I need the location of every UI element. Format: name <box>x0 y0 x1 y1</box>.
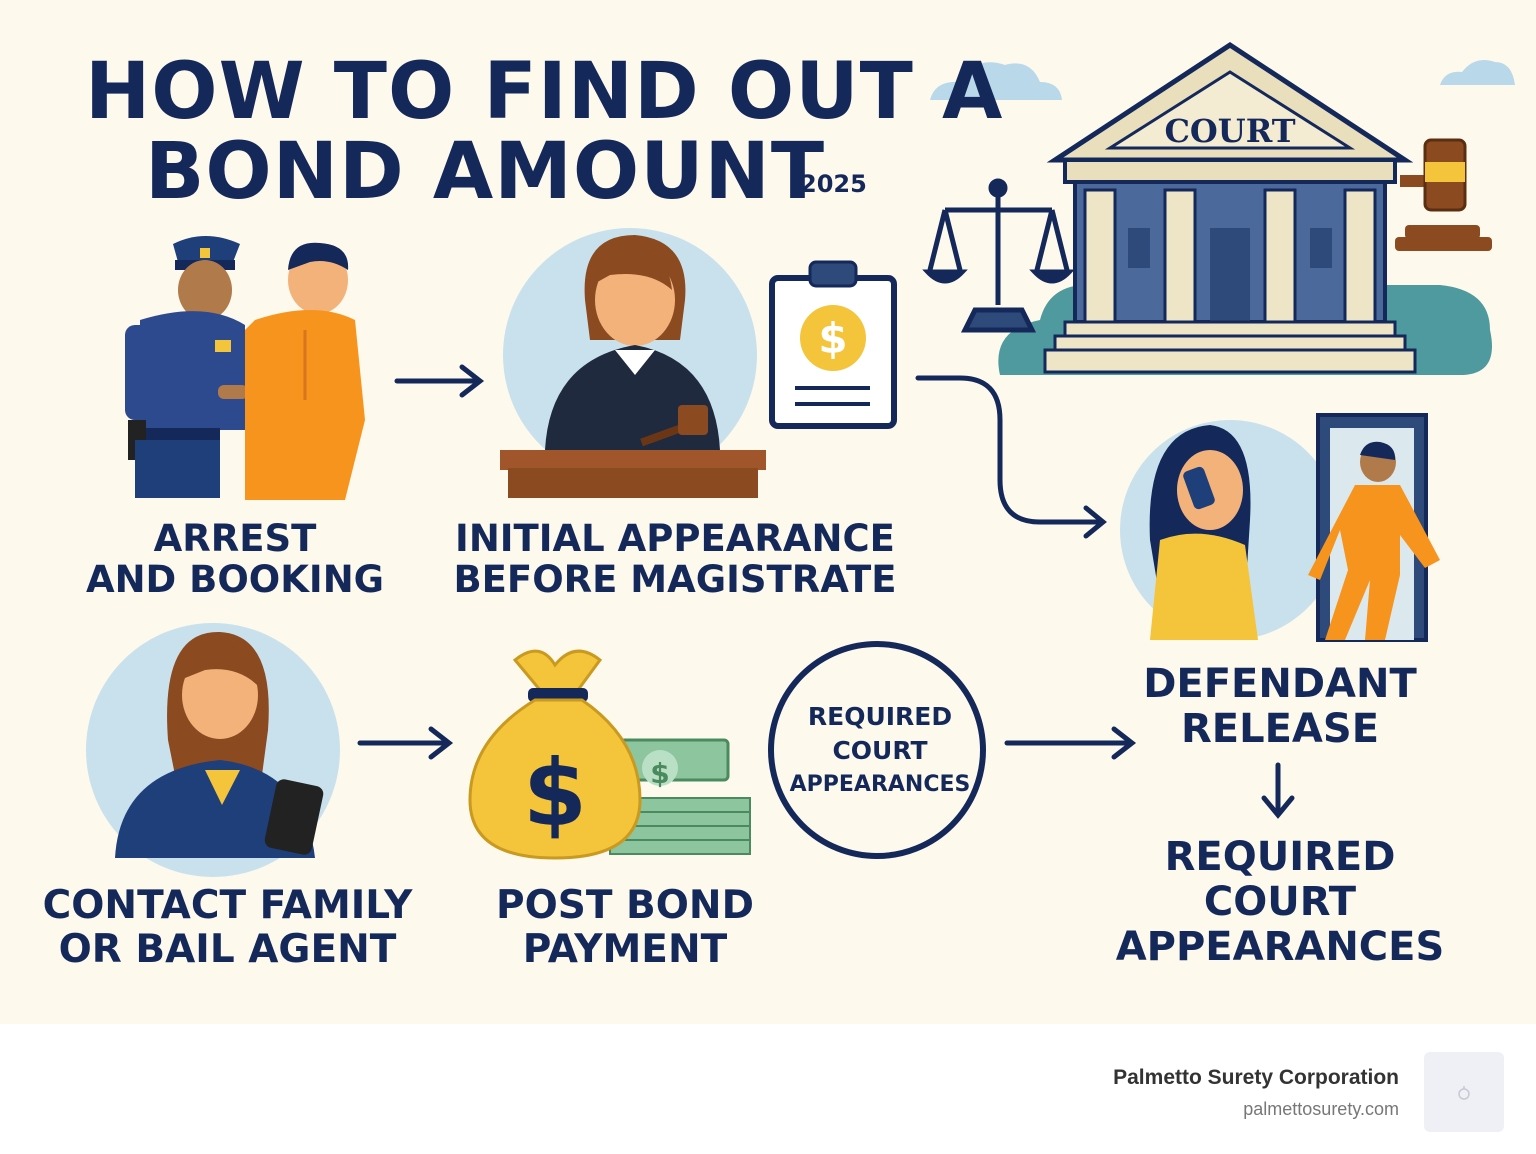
arrow-icon <box>915 375 1107 539</box>
page-title: HOW TO FIND OUT A BOND AMOUNT <box>85 47 1004 217</box>
cloud-icon <box>930 62 1062 100</box>
year-label: 2025 <box>800 170 867 198</box>
step-appearance-label: INITIAL APPEARANCE BEFORE MAGISTRATE <box>453 517 897 602</box>
police-officer-icon <box>125 236 248 498</box>
company-url[interactable]: palmettosurety.com <box>1243 1099 1399 1119</box>
court-sign: COURT <box>1164 112 1296 150</box>
logo-icon <box>1458 1086 1470 1100</box>
gavel-icon <box>1395 138 1492 251</box>
illustration-canvas: $ <box>86 42 1515 877</box>
scales-of-justice-icon <box>922 178 1075 333</box>
infographic: $ <box>0 0 1536 1024</box>
circle-court-appearances-label: REQUIRED COURT APPEARANCES <box>789 702 971 797</box>
cash-stack-icon: $ <box>608 738 751 855</box>
court-appearances-badge <box>768 641 986 859</box>
money-bag-icon: $ <box>468 649 642 860</box>
step-contact-label: CONTACT FAMILY OR BAIL AGENT <box>42 883 413 972</box>
step-court-appearances-label: REQUIRED COURT APPEARANCES <box>1115 834 1445 970</box>
gavel-icon <box>640 405 708 447</box>
arrow-icon <box>1004 726 1137 760</box>
cloud-icon <box>1440 59 1515 85</box>
detainee-icon <box>245 242 365 500</box>
title-line-1: HOW TO FIND OUT A <box>85 47 1004 137</box>
agent-with-phone-icon <box>86 623 340 877</box>
clipboard-dollar-icon: $ <box>769 260 897 429</box>
arrow-icon <box>394 364 485 398</box>
footer <box>0 1024 1536 1154</box>
judge-icon <box>503 228 757 482</box>
svg-text:$: $ <box>523 740 587 847</box>
arrow-icon <box>1261 762 1295 819</box>
phone-caller-icon <box>1120 420 1340 640</box>
title-line-2: BOND AMOUNT <box>144 127 826 217</box>
step-arrest-label: ARREST AND BOOKING <box>85 517 385 602</box>
svg-text:$: $ <box>818 314 847 363</box>
judge-bench-icon <box>500 450 766 498</box>
courthouse-icon <box>998 42 1492 375</box>
svg-text:$: $ <box>650 757 669 790</box>
company-name: Palmetto Surety Corporation <box>1113 1066 1399 1089</box>
company-logo <box>1424 1052 1504 1132</box>
released-defendant-icon <box>1308 441 1440 640</box>
arrow-icon <box>357 726 454 760</box>
step-release-label: DEFENDANT RELEASE <box>1143 661 1417 752</box>
step-post-bond-label: POST BOND PAYMENT <box>496 883 754 972</box>
